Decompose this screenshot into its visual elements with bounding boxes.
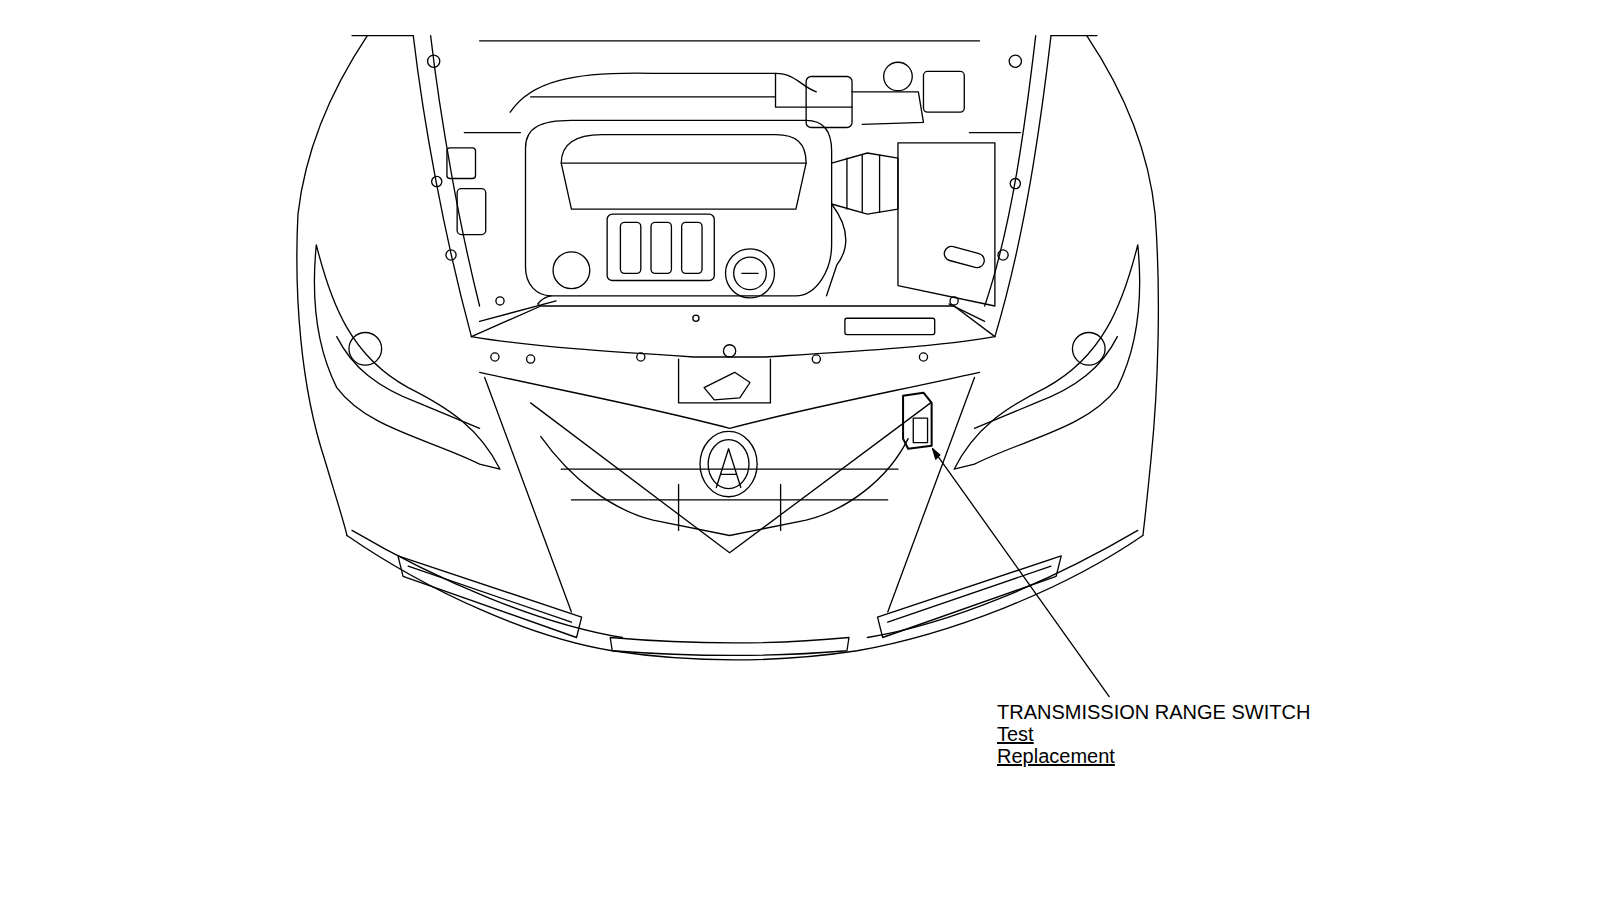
link-label: Replacement (997, 745, 1115, 767)
part-label: TRANSMISSION RANGE SWITCH (997, 701, 1310, 723)
link-label: Test (997, 723, 1034, 745)
